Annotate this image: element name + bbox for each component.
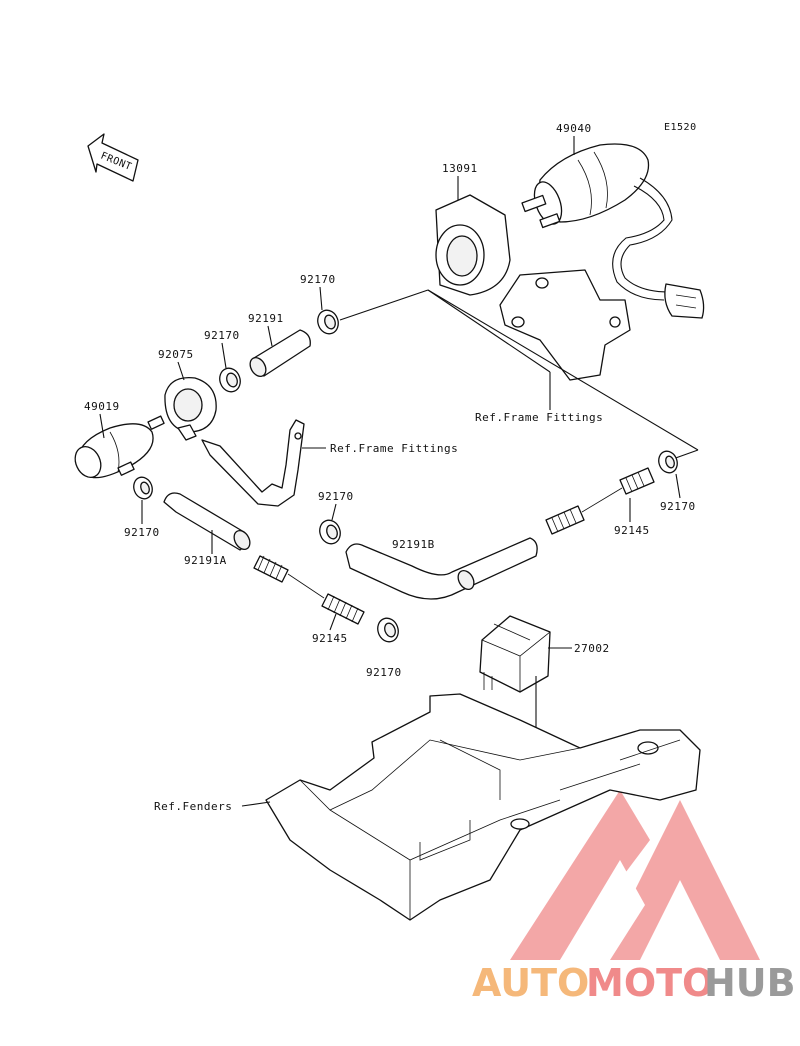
clamp-92170-c (133, 476, 153, 500)
hose-92191 (249, 329, 311, 377)
watermark-logo (510, 790, 760, 960)
label-92145-a: 92145 (312, 632, 348, 645)
clamp-92170-d (319, 519, 341, 545)
label-92170-f: 92170 (660, 500, 696, 513)
clamp-92170-a (317, 309, 339, 335)
clamp-92170-b (219, 367, 241, 393)
frame-bracket (201, 419, 305, 507)
label-92145-b: 92145 (614, 524, 650, 537)
label-92170-a: 92170 (300, 273, 336, 286)
front-arrow-icon: FRONT (87, 133, 139, 182)
holder-13091 (435, 194, 631, 381)
label-92170-b: 92170 (204, 329, 240, 342)
battery-tray (265, 693, 701, 921)
spring-92145-b (545, 467, 655, 535)
label-27002: 27002 (574, 642, 610, 655)
clamp-92170-e (377, 617, 399, 643)
hose-92191B (345, 537, 538, 600)
clamp-92170-f (658, 450, 678, 474)
ref-fenders-label: Ref.Fenders (154, 800, 232, 813)
label-49040: 49040 (556, 122, 592, 135)
fuel-pump-49040 (521, 143, 705, 319)
ref-frame-fittings-label-1: Ref.Frame Fittings (475, 411, 603, 424)
diagram-code: E1520 (664, 122, 697, 133)
filter-49019 (74, 415, 165, 479)
label-49019: 49019 (84, 400, 120, 413)
label-92191A: 92191A (184, 554, 227, 567)
hose-92191A (163, 492, 251, 551)
label-13091: 13091 (442, 162, 478, 175)
ref-frame-fittings-label-2: Ref.Frame Fittings (330, 442, 458, 455)
label-92170-c: 92170 (124, 526, 160, 539)
label-92170-e: 92170 (366, 666, 402, 679)
label-92170-d: 92170 (318, 490, 354, 503)
watermark-moto: MOTO (586, 961, 714, 1005)
holder-92075 (164, 376, 217, 441)
label-92075: 92075 (158, 348, 194, 361)
label-92191: 92191 (248, 312, 284, 325)
label-92191B: 92191B (392, 538, 435, 551)
spring-92145-a (253, 555, 365, 625)
watermark-text: AUTO MOTO HUB (472, 961, 796, 1005)
watermark-auto: AUTO (472, 961, 589, 1005)
relay-27002 (479, 615, 551, 693)
watermark-hub: HUB (704, 961, 796, 1005)
